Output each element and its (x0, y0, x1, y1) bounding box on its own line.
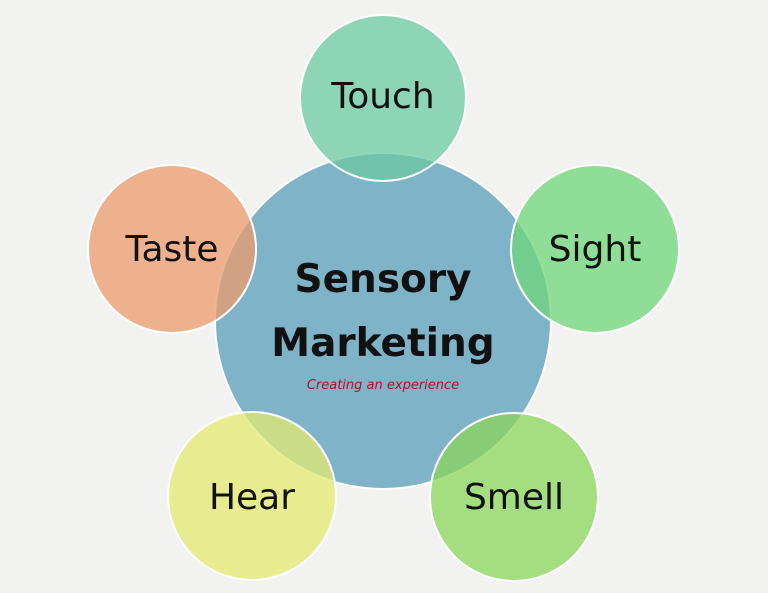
smell-label: Smell (464, 477, 564, 518)
center-title-line2: Marketing (271, 321, 494, 366)
hear-label: Hear (209, 477, 295, 518)
hear-circle (167, 411, 337, 581)
center-subtitle: Creating an experience (307, 378, 459, 393)
sight-label: Sight (549, 229, 642, 270)
sight-circle (510, 164, 680, 334)
taste-circle (87, 164, 257, 334)
touch-circle (299, 14, 467, 182)
smell-circle (429, 412, 599, 582)
center-title-line1: Sensory (295, 257, 472, 302)
touch-label: Touch (330, 76, 434, 117)
taste-label: Taste (124, 229, 218, 270)
